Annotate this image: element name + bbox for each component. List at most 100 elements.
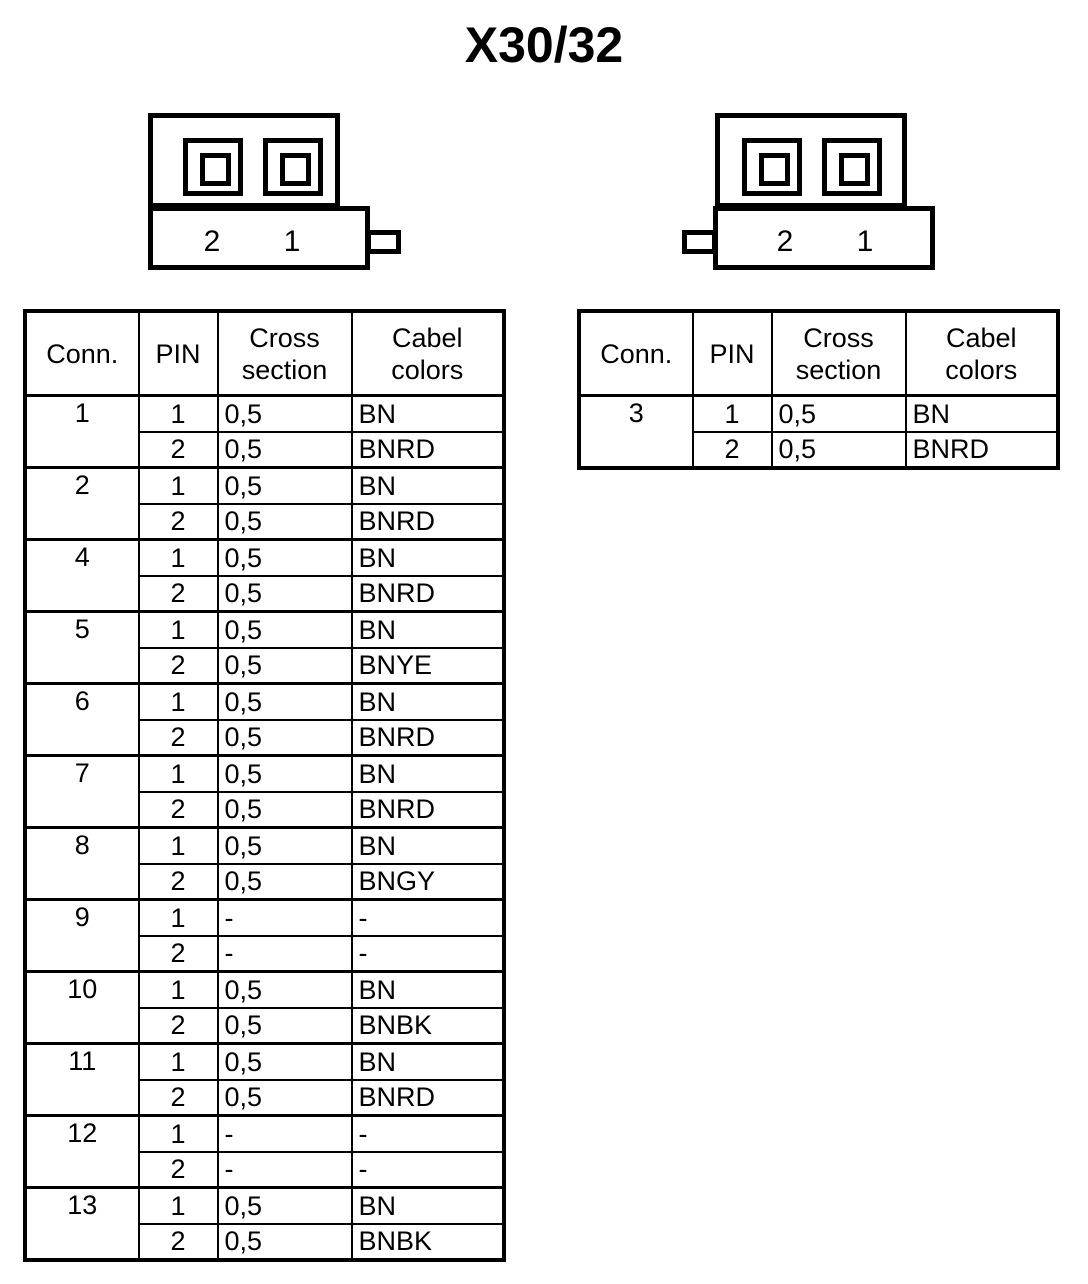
cell-pin: 2 bbox=[137, 1006, 219, 1045]
cell-conn: 2 bbox=[24, 466, 140, 541]
cell-pin: 2 bbox=[137, 718, 219, 757]
cell-conn: 7 bbox=[24, 754, 140, 829]
connector-latch-tab bbox=[682, 230, 717, 254]
cell-pin: 1 bbox=[137, 1114, 219, 1153]
cell-conn: 10 bbox=[24, 970, 140, 1045]
table-row: 2-- bbox=[26, 934, 505, 973]
column-header-cabel-line2: colors bbox=[945, 354, 1018, 385]
cell-pin: 1 bbox=[137, 610, 219, 649]
cell-cross-section: 0,5 bbox=[216, 646, 353, 685]
cell-cross-section: 0,5 bbox=[216, 718, 353, 757]
table-row: 2-- bbox=[26, 1150, 505, 1189]
cell-cabel-color: BN bbox=[350, 1186, 505, 1225]
cell-cabel-color: BN bbox=[350, 1042, 505, 1081]
pin-number-1: 1 bbox=[283, 225, 301, 258]
cell-cross-section: 0,5 bbox=[216, 1078, 353, 1117]
cell-cross-section: 0,5 bbox=[216, 538, 353, 577]
cell-cabel-color: BNRD bbox=[350, 502, 505, 541]
cell-pin: 2 bbox=[137, 934, 219, 973]
pin-number-2: 2 bbox=[776, 225, 794, 258]
cell-cross-section: 0,5 bbox=[216, 1042, 353, 1081]
cell-cross-section: 0,5 bbox=[216, 394, 353, 433]
pin-number-2: 2 bbox=[203, 225, 221, 258]
cell-cabel-color: BN bbox=[350, 610, 505, 649]
cell-cross-section: 0,5 bbox=[216, 466, 353, 505]
contact-pad-outer-1 bbox=[822, 138, 882, 196]
contact-pad-inner-2 bbox=[759, 153, 790, 186]
cell-cabel-color: - bbox=[350, 1114, 505, 1153]
cell-pin: 2 bbox=[137, 1150, 219, 1189]
column-header-cross-line1: Cross bbox=[249, 322, 320, 353]
cell-cross-section: 0,5 bbox=[216, 826, 353, 865]
contact-pad-outer-1 bbox=[263, 138, 323, 196]
contact-pad-outer-2 bbox=[742, 138, 802, 196]
cell-cross-section: 0,5 bbox=[216, 574, 353, 613]
connector-housing-upper bbox=[715, 113, 907, 208]
cell-pin: 1 bbox=[137, 538, 219, 577]
cell-cross-section: 0,5 bbox=[216, 682, 353, 721]
cell-conn: 1 bbox=[24, 394, 140, 469]
cell-cabel-color: BNRD bbox=[350, 430, 505, 469]
cell-pin: 1 bbox=[137, 1042, 219, 1081]
table-header: Conn. PIN Cross section Cabel colors bbox=[578, 310, 1059, 397]
cell-cross-section: 0,5 bbox=[216, 502, 353, 541]
column-header-cross-line2: section bbox=[241, 354, 328, 385]
cell-conn: 6 bbox=[24, 682, 140, 757]
column-header-cabel-colors: Cabel colors bbox=[350, 310, 505, 397]
cell-pin: 1 bbox=[137, 754, 219, 793]
cell-pin: 1 bbox=[137, 466, 219, 505]
cell-conn: 8 bbox=[24, 826, 140, 901]
pin-number-1: 1 bbox=[856, 225, 874, 258]
cell-pin: 1 bbox=[137, 394, 219, 433]
cell-cross-section: 0,5 bbox=[216, 430, 353, 469]
cell-cabel-color: BNRD bbox=[350, 1078, 505, 1117]
cell-cabel-color: BNGY bbox=[350, 862, 505, 901]
page-title: X30/32 bbox=[464, 17, 624, 73]
cell-cabel-color: BN bbox=[350, 970, 505, 1009]
connector-body-lower: 2 1 bbox=[713, 206, 935, 270]
cell-cabel-color: BNBK bbox=[350, 1222, 505, 1261]
cell-cabel-color: BN bbox=[350, 826, 505, 865]
cell-cross-section: - bbox=[216, 934, 353, 973]
column-header-conn: Conn. bbox=[24, 310, 140, 397]
column-header-cabel-line1: Cabel bbox=[391, 322, 463, 353]
column-header-cabel-line1: Cabel bbox=[945, 322, 1017, 353]
cell-cabel-color: BNRD bbox=[350, 574, 505, 613]
cell-pin: 2 bbox=[137, 430, 219, 469]
contact-pad-inner-1 bbox=[280, 153, 311, 186]
cell-cross-section: - bbox=[216, 1150, 353, 1189]
connector-latch-tab bbox=[366, 230, 401, 254]
cell-pin: 2 bbox=[137, 1078, 219, 1117]
cell-cross-section: 0,5 bbox=[216, 970, 353, 1009]
cell-cabel-color: BNRD bbox=[350, 718, 505, 757]
cell-pin: 1 bbox=[137, 826, 219, 865]
cell-pin: 2 bbox=[137, 1222, 219, 1261]
cell-cross-section: 0,5 bbox=[216, 1006, 353, 1045]
connector-housing-upper bbox=[148, 113, 340, 208]
cell-pin: 1 bbox=[137, 898, 219, 937]
connector-symbol-right: 2 1 bbox=[682, 113, 945, 273]
cell-cabel-color: - bbox=[350, 898, 505, 937]
cell-conn: 3 bbox=[578, 394, 694, 469]
cell-conn: 9 bbox=[24, 898, 140, 973]
cell-cross-section: 0,5 bbox=[216, 790, 353, 829]
